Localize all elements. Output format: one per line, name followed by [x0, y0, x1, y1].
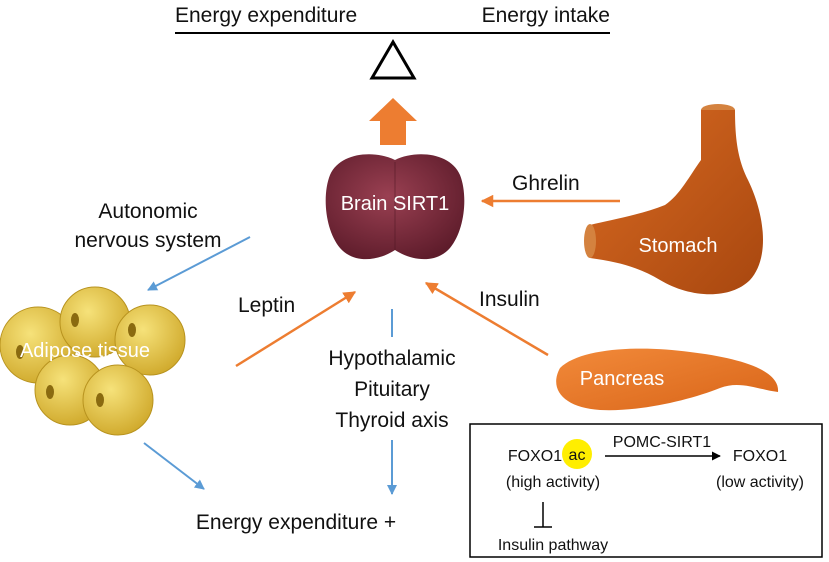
hpt-label-line3: Thyroid axis: [335, 409, 448, 432]
ghrelin-label: Ghrelin: [512, 172, 580, 195]
brain-output-arrow: [369, 98, 417, 145]
stomach-label: Stomach: [639, 235, 718, 257]
foxo1-right-label: FOXO1: [733, 448, 787, 465]
stomach-shape: [590, 110, 763, 295]
left-activity-label: (high activity): [506, 474, 600, 491]
stomach: Stomach: [584, 104, 763, 295]
brain-label: Brain SIRT1: [341, 193, 450, 215]
insulin-arrow: [424, 281, 549, 357]
balance-fulcrum: [369, 39, 417, 80]
insulin-pathway-label: Insulin pathway: [498, 537, 608, 554]
balance-right-label: Energy intake: [482, 4, 610, 27]
autonomic-label-line2: nervous system: [74, 229, 221, 252]
balance-scale: Energy expenditure Energy intake: [175, 4, 610, 80]
adipose-tissue: Adipose tissue: [0, 286, 186, 436]
insulin-label: Insulin: [479, 288, 540, 311]
adipose-expenditure-arrow: [143, 442, 205, 490]
adipose-label: Adipose tissue: [20, 340, 150, 362]
pancreas: Pancreas: [556, 348, 779, 411]
right-activity-label: (low activity): [716, 474, 804, 491]
inset-frame: [469, 423, 823, 558]
hpt-label-line2: Pituitary: [354, 378, 430, 401]
energy-expenditure-outcome: Energy expenditure +: [196, 511, 396, 534]
foxo1-left-label: FOXO1: [508, 448, 562, 465]
autonomic-label-line1: Autonomic: [98, 200, 197, 223]
pancreas-shape: [556, 348, 779, 411]
acetyl-label: ac: [569, 447, 586, 464]
hpt-label-line1: Hypothalamic: [328, 347, 455, 370]
leptin-arrow: [235, 290, 357, 368]
pancreas-label: Pancreas: [580, 368, 665, 390]
autonomic-arrow: [147, 236, 251, 291]
leptin-label: Leptin: [238, 294, 295, 317]
foxo1-inset: FOXO1 ac (high activity) POMC-SIRT1 FOXO…: [469, 423, 823, 558]
brain: Brain SIRT1: [325, 154, 465, 260]
balance-left-label: Energy expenditure: [175, 4, 357, 27]
enzyme-label: POMC-SIRT1: [613, 434, 711, 451]
acetyl-circle: [562, 439, 592, 469]
